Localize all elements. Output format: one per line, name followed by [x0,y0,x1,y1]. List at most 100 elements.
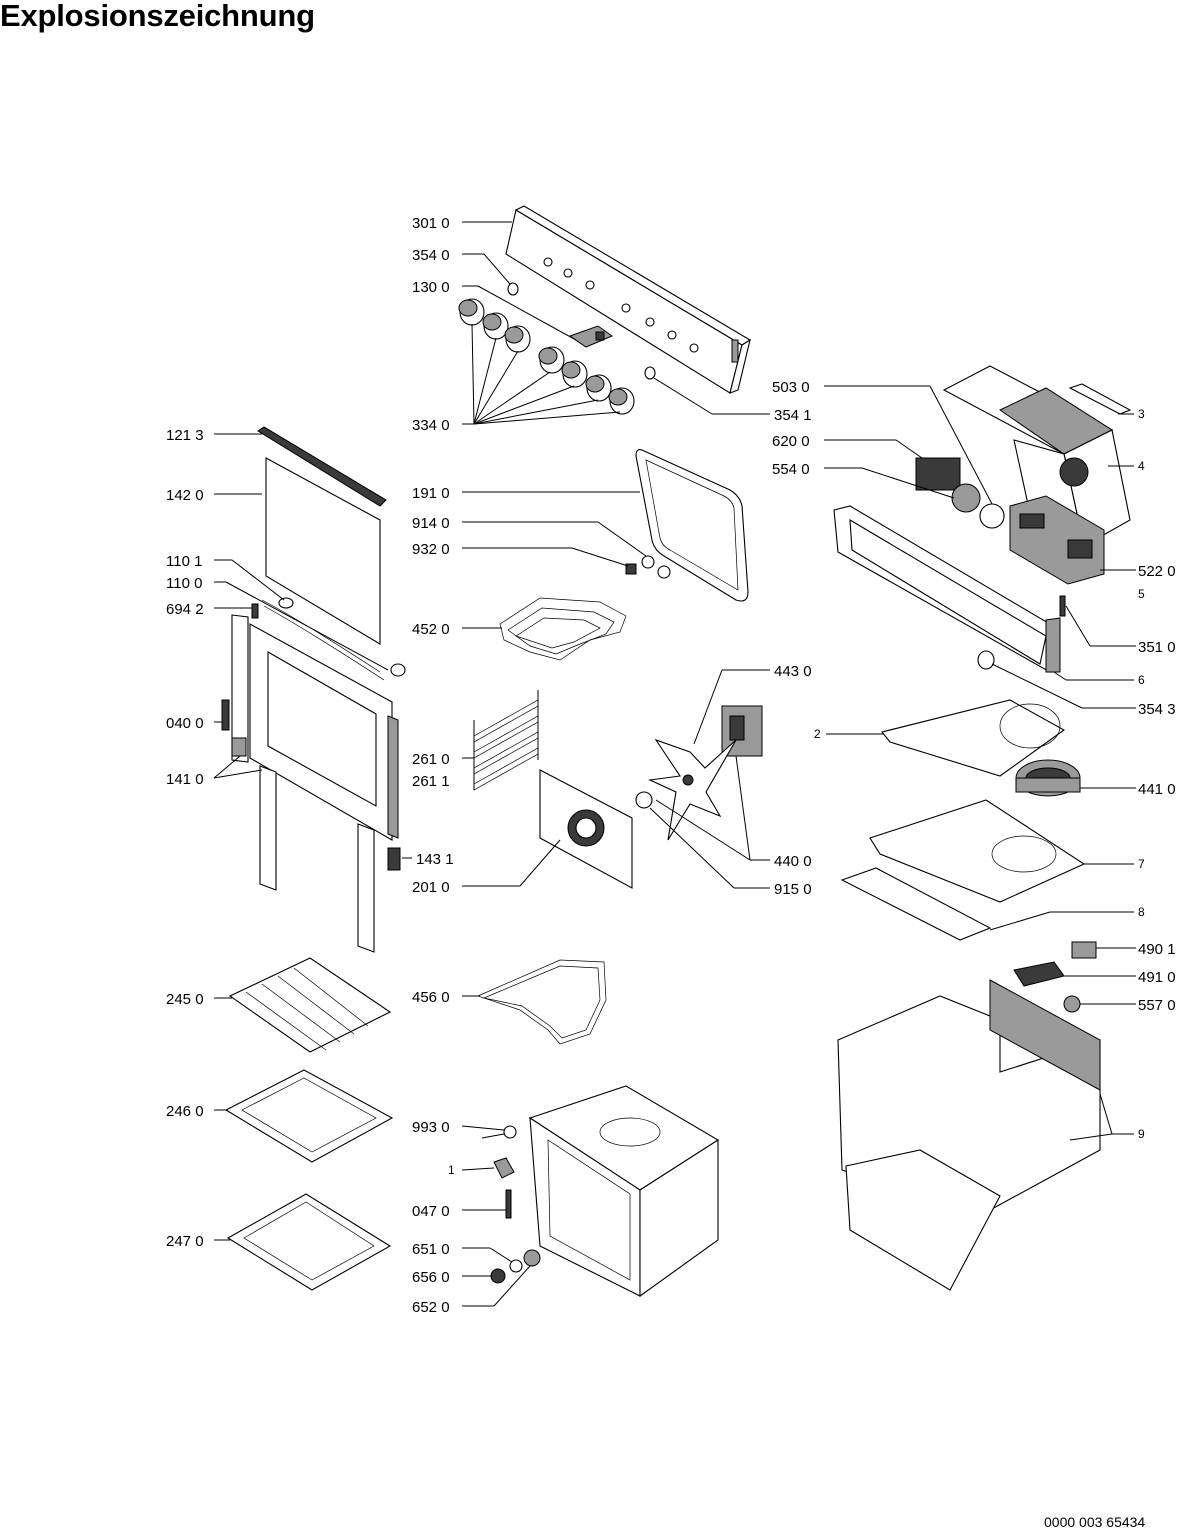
part-652-0 [523,1249,541,1267]
part-932-0 [657,565,671,579]
part-620-0 [915,457,961,491]
part-baking-tray-deep [226,1193,392,1291]
label-2: 2 [814,727,821,741]
part-143-1 [387,847,401,871]
part-651-0 [509,1259,523,1273]
part-control-panel [505,205,752,394]
label-191-0: 191 0 [412,485,450,502]
label-9: 9 [1138,1127,1145,1141]
page-title: Explosionszeichnung [0,0,315,33]
label-121-3: 121 3 [166,427,204,444]
part-522-0 [1009,495,1105,585]
label-142-0: 142 0 [166,487,204,504]
part-oven-housing [837,979,1101,1291]
part-993-0 [503,1125,517,1139]
part-grid-shelf [228,957,392,1053]
label-141-0: 141 0 [166,771,204,788]
part-door-strip-left [259,765,277,891]
label-354-1: 354 1 [774,407,812,424]
part-door-gasket [635,449,749,602]
part-354-3 [977,650,995,670]
part-fan-blade [648,738,737,841]
label-522-0: 522 0 [1138,563,1176,580]
label-245-0: 245 0 [166,991,204,1008]
label-246-0: 246 0 [166,1103,204,1120]
part-hinge-141 [231,737,247,757]
label-1: 1 [448,1163,455,1177]
part-front-frame [833,505,1061,673]
label-110-0: 110 0 [166,575,202,592]
label-620-0: 620 0 [772,433,810,450]
part-door-frame [231,614,399,841]
part-door-profile [257,426,387,507]
label-143-1: 143 1 [416,851,454,868]
part-557-0 [1063,995,1081,1013]
part-047-0 [505,1189,512,1219]
label-456-0: 456 0 [412,989,450,1006]
part-354-0 [507,282,519,296]
part-electronics-housing [942,365,1132,547]
label-110-1: 110 1 [166,553,202,570]
label-651-0: 651 0 [412,1241,450,1258]
part-oven-cavity [528,1085,720,1298]
label-3: 3 [1138,407,1145,421]
label-694-2: 694 2 [166,601,204,618]
part-914-0 [641,555,655,569]
part-top-heating-element [499,597,627,661]
label-334-0: 334 0 [412,417,450,434]
part-front-strip [840,867,992,941]
part-656-0 [490,1268,506,1284]
part-1 [493,1157,515,1179]
label-130-0: 130 0 [412,279,450,296]
part-inner-glass [265,457,381,645]
label-040-0: 040 0 [166,715,204,732]
part-shelf-rails [473,690,539,791]
part-915-0 [635,791,653,809]
part-rear-panel [539,769,633,889]
part-baking-tray-flat [224,1069,394,1163]
label-915-0: 915 0 [774,881,812,898]
label-554-0: 554 0 [772,461,810,478]
label-7: 7 [1138,857,1145,871]
part-door-strip-right [357,823,375,953]
label-490-1: 490 1 [1138,941,1176,958]
label-557-0: 557 0 [1138,997,1176,1014]
label-354-3: 354 3 [1138,701,1176,718]
part-radial-fan [1015,759,1081,797]
label-4: 4 [1138,459,1145,473]
part-351-0 [1059,595,1066,617]
part-694-2 [251,603,259,619]
label-6: 6 [1138,673,1145,687]
part-hinge-040 [221,699,230,731]
label-261-1: 261 1 [412,773,450,790]
label-443-0: 443 0 [774,663,812,680]
label-201-0: 201 0 [412,879,450,896]
part-switch-130 [568,325,614,348]
label-261-0: 261 0 [412,751,450,768]
label-440-0: 440 0 [774,853,812,870]
part-bottom-heating-element [477,959,607,1045]
part-knobs [458,298,635,415]
part-554-0 [951,483,981,513]
label-452-0: 452 0 [412,621,450,638]
label-351-0: 351 0 [1138,639,1176,656]
label-914-0: 914 0 [412,515,450,532]
label-441-0: 441 0 [1138,781,1176,798]
label-301-0: 301 0 [412,215,450,232]
label-8: 8 [1138,905,1145,919]
label-247-0: 247 0 [166,1233,204,1250]
label-652-0: 652 0 [412,1299,450,1316]
label-932-0: 932 0 [412,541,450,558]
label-656-0: 656 0 [412,1269,450,1286]
part-354-1 [644,366,656,380]
part-top-cover [869,799,1086,903]
label-993-0: 993 0 [412,1119,450,1136]
part-fan-cover [881,699,1066,777]
document-number: 0000 003 65434 [1044,1514,1146,1530]
label-047-0: 047 0 [412,1203,450,1220]
label-354-0: 354 0 [412,247,450,264]
leader-lines [213,221,1136,1307]
label-491-0: 491 0 [1138,969,1176,986]
part-490-1 [1071,941,1097,959]
